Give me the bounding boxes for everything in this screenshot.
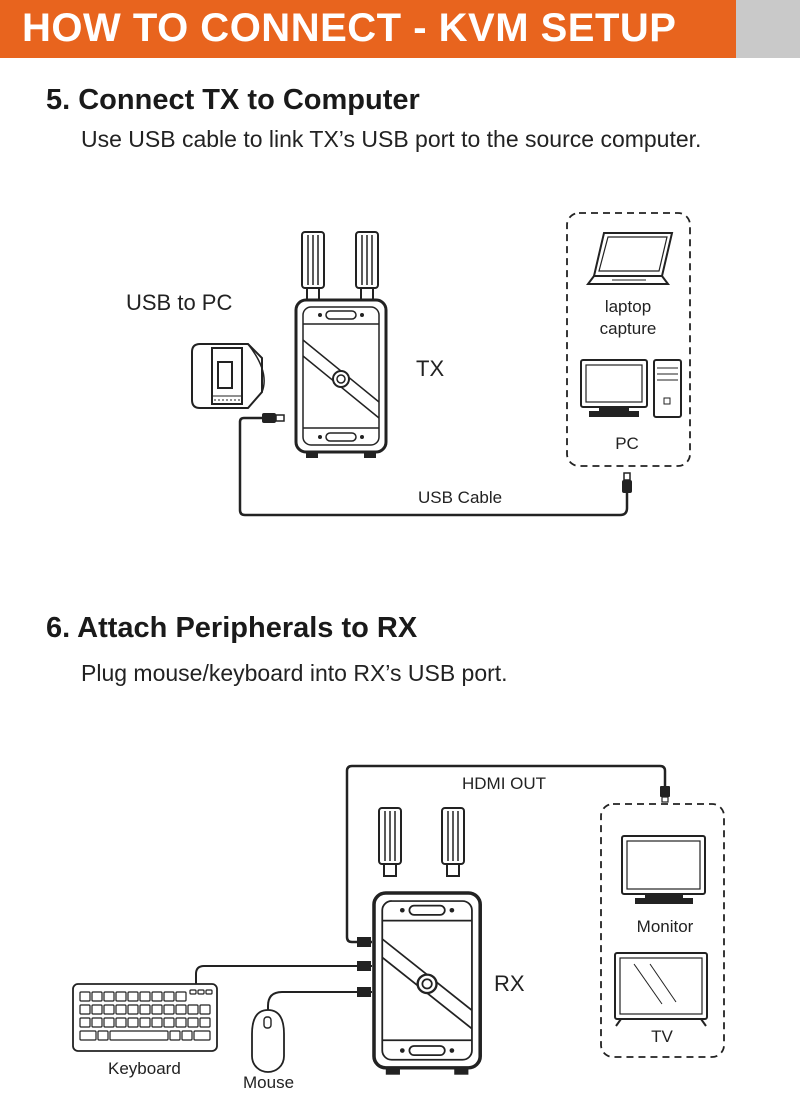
tx-device-icon [294, 298, 388, 460]
hdmi-plug-icon [660, 786, 670, 803]
usb-port-rx-2 [357, 987, 371, 997]
monitor-icon [621, 835, 706, 904]
step6-title: 6. Attach Peripherals to RX [46, 612, 418, 644]
rx-antenna-left-icon [378, 807, 402, 877]
rx-device-icon [372, 891, 482, 1077]
label-laptop-line1: laptop [604, 297, 652, 316]
label-keyboard: Keyboard [108, 1059, 181, 1078]
label-usb-cable: USB Cable [418, 488, 503, 507]
label-pc: PC [615, 434, 639, 453]
label-tx: TX [416, 356, 445, 381]
label-tv: TV [651, 1027, 673, 1046]
tv-icon [614, 952, 708, 1027]
computer-group-box [566, 212, 691, 467]
label-monitor: Monitor [636, 917, 694, 936]
step5-title: 5. Connect TX to Computer [46, 84, 420, 116]
mouse-cable-line [267, 991, 372, 1010]
label-laptop-line2: capture [599, 319, 657, 338]
desktop-pc-icon [580, 359, 682, 418]
label-usb-to-pc: USB to PC [126, 290, 233, 315]
step6-description: Plug mouse/keyboard into RX’s USB port. [81, 660, 508, 686]
usb-port-callout-icon [191, 343, 265, 409]
mouse-icon [251, 1009, 285, 1073]
usb-port-rx-1 [357, 961, 371, 971]
header-banner [0, 0, 736, 58]
tx-antenna-left-icon [301, 231, 325, 301]
usb-plug-tx-icon [262, 413, 285, 423]
label-hdmi-out: HDMI OUT [462, 774, 547, 793]
step5-description: Use USB cable to link TX’s USB port to t… [81, 126, 702, 152]
page-title: HOW TO CONNECT - KVM SETUP [22, 6, 677, 50]
label-mouse: Mouse [243, 1073, 295, 1092]
keyboard-cable-line [195, 965, 372, 984]
hdmi-port-rx [357, 937, 371, 947]
laptop-icon [586, 232, 674, 285]
header-banner-side [736, 0, 800, 58]
rx-antenna-right-icon [441, 807, 465, 877]
hdmi-cable-line [345, 764, 667, 944]
label-rx: RX [494, 971, 525, 996]
display-group-box [600, 803, 725, 1058]
keyboard-icon [72, 983, 218, 1052]
tx-antenna-right-icon [355, 231, 379, 301]
usb-cable-line [238, 416, 629, 517]
usb-plug-pc-icon [622, 472, 632, 493]
